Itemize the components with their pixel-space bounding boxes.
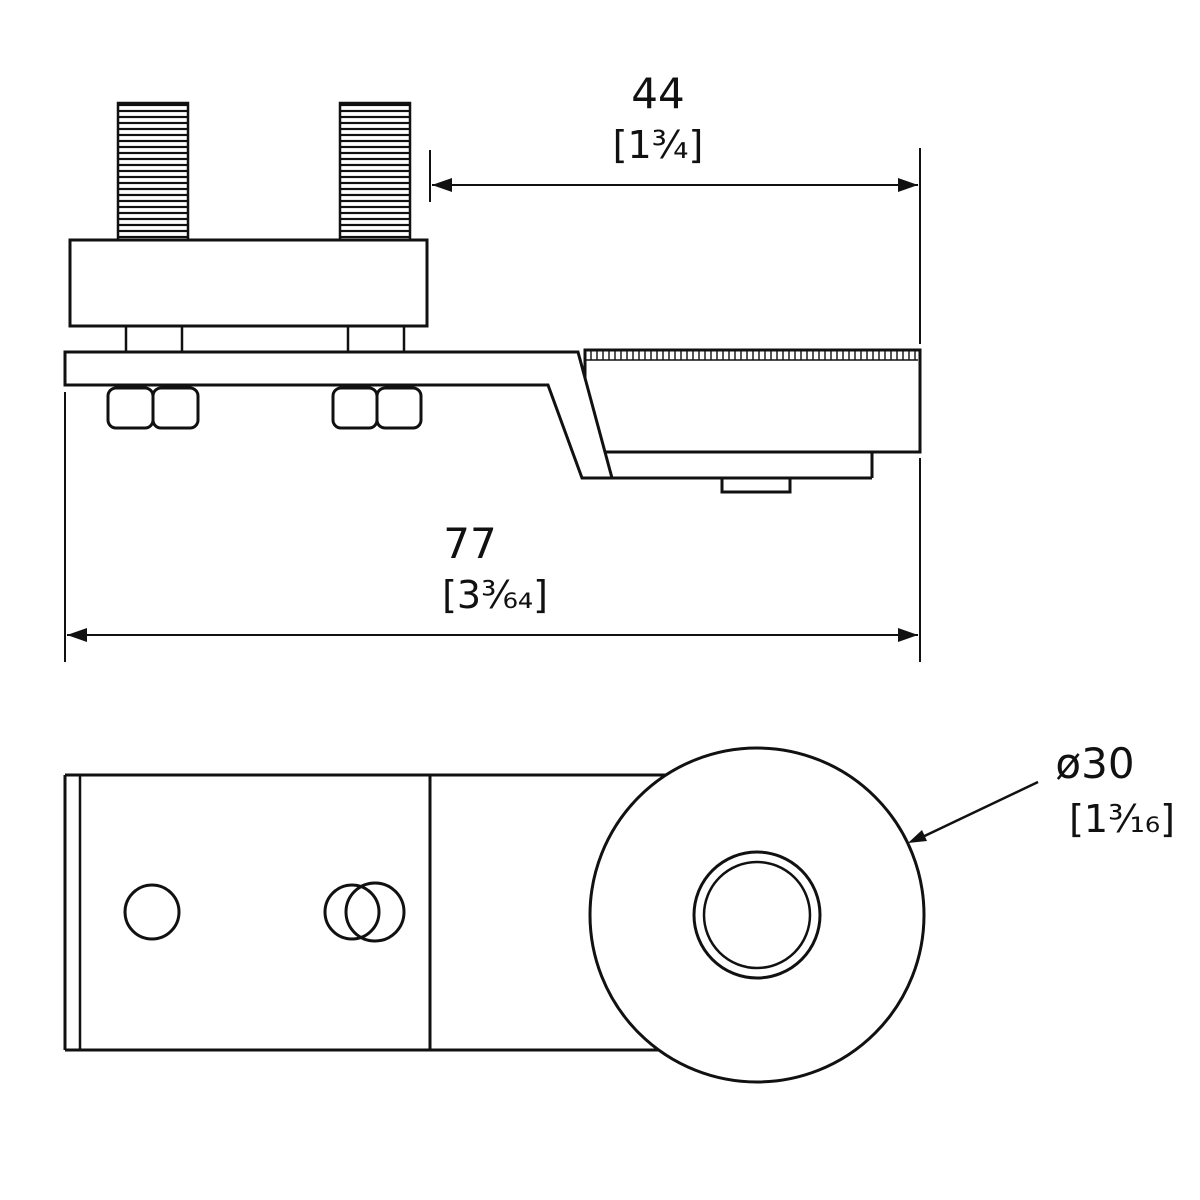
boss-bore-outer-ring: [692, 850, 822, 980]
hex-nut-right-facet: [331, 386, 379, 430]
arrowhead-left: [432, 178, 452, 192]
boss-knurl-hatch: [587, 351, 918, 360]
boss-side-body: [583, 348, 922, 454]
arrowhead-left: [67, 628, 87, 642]
diameter-callout: ø30 [1³⁄₁₆]: [908, 739, 1175, 843]
hex-nut-right-facet: [375, 386, 423, 430]
leader-line: [913, 780, 1039, 843]
dim-44-value: 44: [631, 69, 684, 118]
dimension-77: 77 [3³⁄₆₄]: [64, 392, 921, 662]
leader-arrowhead: [908, 830, 927, 843]
dia-30-fraction: [1³⁄₁₆]: [1069, 797, 1175, 841]
mounting-hole-right-back: [323, 883, 381, 941]
clamp-block: [68, 238, 429, 328]
threaded-stud-right: [338, 101, 412, 247]
threaded-stud-left: [116, 101, 190, 247]
dimension-44: 44 [1¾]: [429, 69, 921, 344]
arrowhead-right: [898, 628, 918, 642]
boss-bore-inner-ring: [702, 860, 812, 970]
plan-view: [63, 746, 926, 1084]
z-bend-strap: [63, 350, 614, 480]
arrowhead-right: [898, 178, 918, 192]
mounting-hole-right: [344, 881, 406, 943]
bottom-tab: [720, 476, 792, 494]
mounting-hole-left: [123, 883, 181, 941]
boss-outer-circle: [588, 746, 926, 1084]
dim-44-fraction: [1¾]: [613, 123, 704, 167]
dim-77-value: 77: [443, 519, 496, 568]
dim-77-fraction: [3³⁄₆₄]: [442, 573, 548, 617]
hex-nut-left-facet: [106, 386, 155, 430]
dia-30-value: ø30: [1055, 739, 1134, 788]
side-view: [63, 101, 922, 494]
hex-nut-left-facet: [151, 386, 200, 430]
